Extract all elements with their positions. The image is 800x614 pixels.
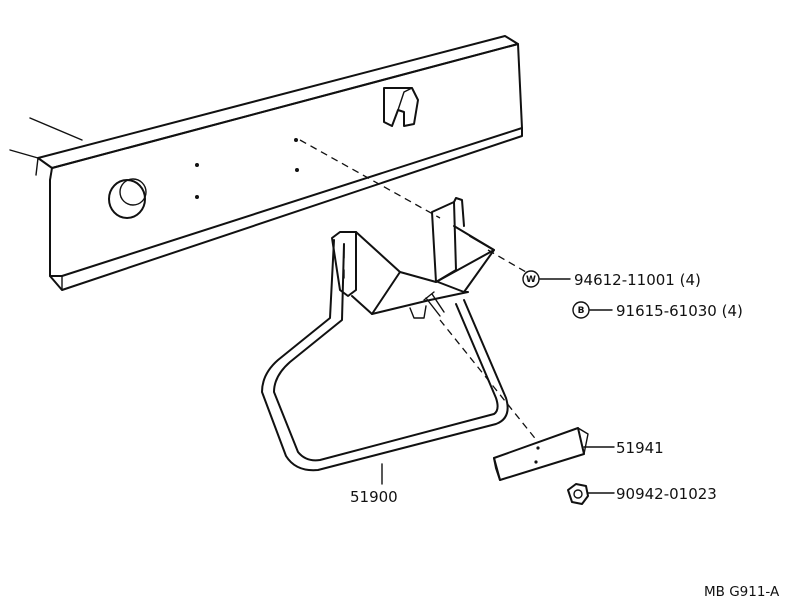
leader-lines — [381, 278, 615, 494]
part-label-90942-01023: 90942-01023 — [616, 485, 717, 503]
diagram-reference-code: MB G911-A — [704, 584, 780, 600]
tube-carrier — [261, 239, 509, 472]
alignment-line-bolt — [299, 139, 527, 273]
part-label-91615-61030: 91615-61030 (4) — [616, 302, 743, 320]
washer-symbol-icon: W — [522, 270, 540, 288]
part-label-51900: 51900 — [350, 488, 398, 506]
alignment-line-plate — [439, 319, 539, 443]
carrier-bracket — [331, 197, 495, 319]
bolt-symbol-icon: B — [572, 301, 590, 319]
frame-holes — [195, 138, 299, 199]
part-label-94612-11001: 94612-11001 (4) — [574, 271, 701, 289]
frame-rail — [9, 35, 523, 291]
nut-icon — [567, 483, 589, 505]
svg-text:W: W — [526, 275, 536, 285]
plate-51941 — [493, 427, 589, 481]
part-label-51941: 51941 — [616, 439, 664, 457]
svg-text:B: B — [578, 306, 585, 316]
frame-plug — [108, 178, 147, 219]
